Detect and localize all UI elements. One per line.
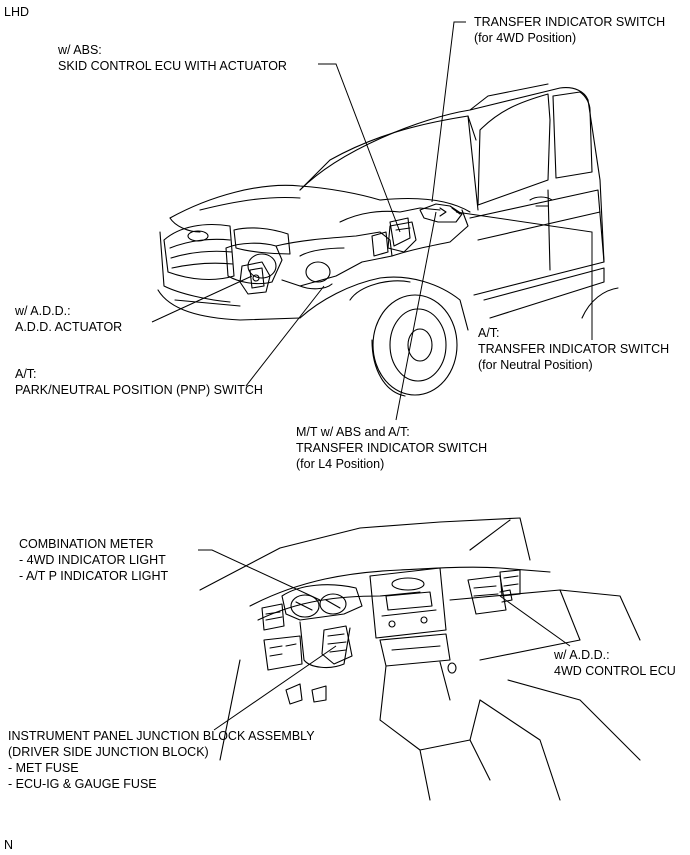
leader-add-actuator	[151, 275, 253, 323]
callout-line: w/ A.D.D.:	[15, 304, 71, 318]
dashboard-drawing	[199, 517, 641, 801]
callout-line: A/T:	[15, 367, 37, 381]
callout-line: 4WD CONTROL ECU	[554, 664, 676, 678]
callout-junction-block: INSTRUMENT PANEL JUNCTION BLOCK ASSEMBLY…	[8, 728, 315, 792]
callout-add-actuator: w/ A.D.D.: A.D.D. ACTUATOR	[15, 303, 122, 335]
callout-line: (for L4 Position)	[296, 457, 385, 471]
callout-line: TRANSFER INDICATOR SWITCH	[478, 342, 670, 356]
callout-line: INSTRUMENT PANEL JUNCTION BLOCK ASSEMBLY	[8, 729, 315, 743]
junction-block-part	[321, 625, 353, 665]
callout-line: - A/T P INDICATOR LIGHT	[19, 569, 169, 583]
callout-line: TRANSFER INDICATOR SWITCH	[474, 15, 666, 29]
callout-transfer-4wd: TRANSFER INDICATOR SWITCH (for 4WD Posit…	[474, 14, 665, 46]
skid-control-ecu-part	[387, 221, 417, 253]
callout-line: - ECU-IG & GAUGE FUSE	[8, 777, 157, 791]
callout-line: w/ A.D.D.:	[554, 648, 610, 662]
lhd-label: LHD	[4, 5, 30, 19]
callout-combination-meter: COMBINATION METER - 4WD INDICATOR LIGHT …	[19, 536, 168, 584]
callout-transfer-neutral: A/T: TRANSFER INDICATOR SWITCH (for Neut…	[478, 325, 669, 373]
leader-skid-ecu	[318, 63, 401, 233]
engine-assembly	[225, 207, 469, 290]
transfer-switches-part	[419, 203, 463, 223]
north-label: N	[4, 838, 14, 852]
leader-transfer-neutral	[455, 211, 593, 340]
callout-line: M/T w/ ABS and A/T:	[296, 425, 410, 439]
leader-junction-block	[213, 645, 337, 731]
callout-line: - 4WD INDICATOR LIGHT	[19, 553, 166, 567]
leader-transfer-l4	[395, 211, 437, 421]
callout-4wd-control-ecu: w/ A.D.D.: 4WD CONTROL ECU	[554, 647, 676, 679]
vehicle-drawing	[157, 83, 619, 397]
callout-line: (for Neutral Position)	[478, 358, 593, 372]
callout-line: COMBINATION METER	[19, 537, 154, 551]
leader-control-ecu	[499, 595, 571, 647]
callout-line: TRANSFER INDICATOR SWITCH	[296, 441, 488, 455]
leader-combination-meter	[198, 549, 321, 601]
callout-line: (DRIVER SIDE JUNCTION BLOCK)	[8, 745, 209, 759]
callout-line: w/ ABS:	[58, 43, 102, 57]
callout-line: SKID CONTROL ECU WITH ACTUATOR	[58, 59, 287, 73]
leader-lines	[151, 21, 593, 731]
callout-line: A.D.D. ACTUATOR	[15, 320, 123, 334]
callout-transfer-l4: M/T w/ ABS and A/T: TRANSFER INDICATOR S…	[296, 424, 487, 472]
callout-line: - MET FUSE	[8, 761, 79, 775]
leader-transfer-4wd	[431, 21, 466, 203]
callout-line: A/T:	[478, 326, 500, 340]
callout-line: PARK/NEUTRAL POSITION (PNP) SWITCH	[15, 383, 263, 397]
callout-skid-control-ecu: w/ ABS: SKID CONTROL ECU WITH ACTUATOR	[58, 42, 287, 74]
leader-pnp	[245, 285, 325, 387]
callout-line: (for 4WD Position)	[474, 31, 577, 45]
callout-pnp-switch: A/T: PARK/NEUTRAL POSITION (PNP) SWITCH	[15, 366, 263, 398]
